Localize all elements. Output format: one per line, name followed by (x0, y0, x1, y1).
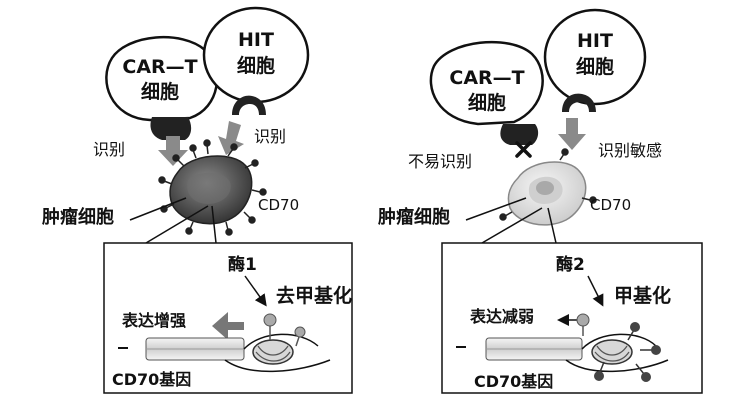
right-car-t-cell: CAR—T 细胞 (429, 40, 544, 145)
right-hit-label-line2: 细胞 (576, 55, 614, 78)
right-hit-label-line1: HIT (577, 30, 613, 52)
right-tumor-cell (507, 161, 587, 226)
right-car-t-label-line1: CAR—T (449, 67, 524, 89)
right-zoom-line-b (547, 207, 557, 244)
left-car-t-label-line1: CAR—T (122, 56, 197, 78)
right-tumor-pointer (465, 197, 527, 221)
left-tumor-label: 肿瘤细胞 (42, 206, 114, 228)
left-gene-label: CD70基因 (112, 370, 191, 389)
right-nucleosome (591, 339, 633, 365)
left-hit-receptor (232, 95, 266, 115)
right-panel: CAR—T 细胞 HIT 细胞 不易识别 识别敏感 (378, 8, 703, 394)
right-hit-recognition: 识别敏感 (598, 141, 662, 160)
right-zoom-line-a (481, 207, 543, 244)
left-nucleosome (252, 339, 294, 365)
right-hit-cell: HIT 细胞 (543, 8, 647, 112)
left-tumor-pointer (129, 197, 187, 221)
right-zoom-box (441, 242, 703, 394)
left-car-t-cell: CAR—T 细胞 (105, 35, 219, 140)
left-expression-label: 表达增强 (121, 311, 186, 330)
left-enzyme-label: 酶1 (228, 254, 257, 275)
right-dna (456, 333, 669, 373)
right-tumor-label: 肿瘤细胞 (378, 206, 450, 228)
left-enzyme-arrow (244, 275, 267, 307)
left-tumor-cell (169, 155, 253, 225)
right-car-t-recognition: 不易识别 (408, 152, 472, 171)
right-cd70-label: CD70 (590, 196, 631, 214)
left-hit-label-line2: 细胞 (237, 54, 275, 77)
left-hit-recognition: 识别 (254, 127, 286, 146)
right-expression-label: 表达减弱 (469, 307, 534, 326)
right-enzyme-arrow (587, 275, 604, 307)
left-expression-arrow (212, 312, 244, 340)
left-demethyl-marks (263, 313, 306, 347)
left-hit-cell: HIT 细胞 (202, 6, 310, 115)
left-car-t-label-line2: 细胞 (141, 80, 179, 103)
right-car-t-label-line2: 细胞 (468, 91, 506, 114)
left-hit-arrow (218, 121, 244, 155)
left-zoom-line-a (145, 205, 209, 244)
left-panel: CAR—T 细胞 HIT 细胞 识别 识别 (42, 6, 353, 394)
left-car-t-receptor (150, 117, 192, 140)
right-modification-label: 甲基化 (614, 284, 671, 307)
right-car-t-receptor (500, 124, 539, 145)
right-hit-arrow (558, 118, 586, 150)
right-cd70-markers (499, 148, 597, 221)
left-dna (118, 333, 331, 373)
right-enzyme-label: 酶2 (556, 254, 585, 275)
left-car-t-recognition: 识别 (93, 140, 125, 159)
left-modification-label: 去甲基化 (276, 284, 352, 307)
left-car-t-arrow (158, 136, 188, 166)
left-cd70-label: CD70 (258, 196, 299, 214)
right-methyl-marks (576, 313, 661, 382)
right-blocked-mark (515, 141, 532, 158)
right-gene-label: CD70基因 (474, 372, 553, 391)
right-hit-receptor (562, 93, 596, 112)
left-hit-label-line1: HIT (238, 29, 274, 51)
left-zoom-line-b (211, 205, 217, 244)
